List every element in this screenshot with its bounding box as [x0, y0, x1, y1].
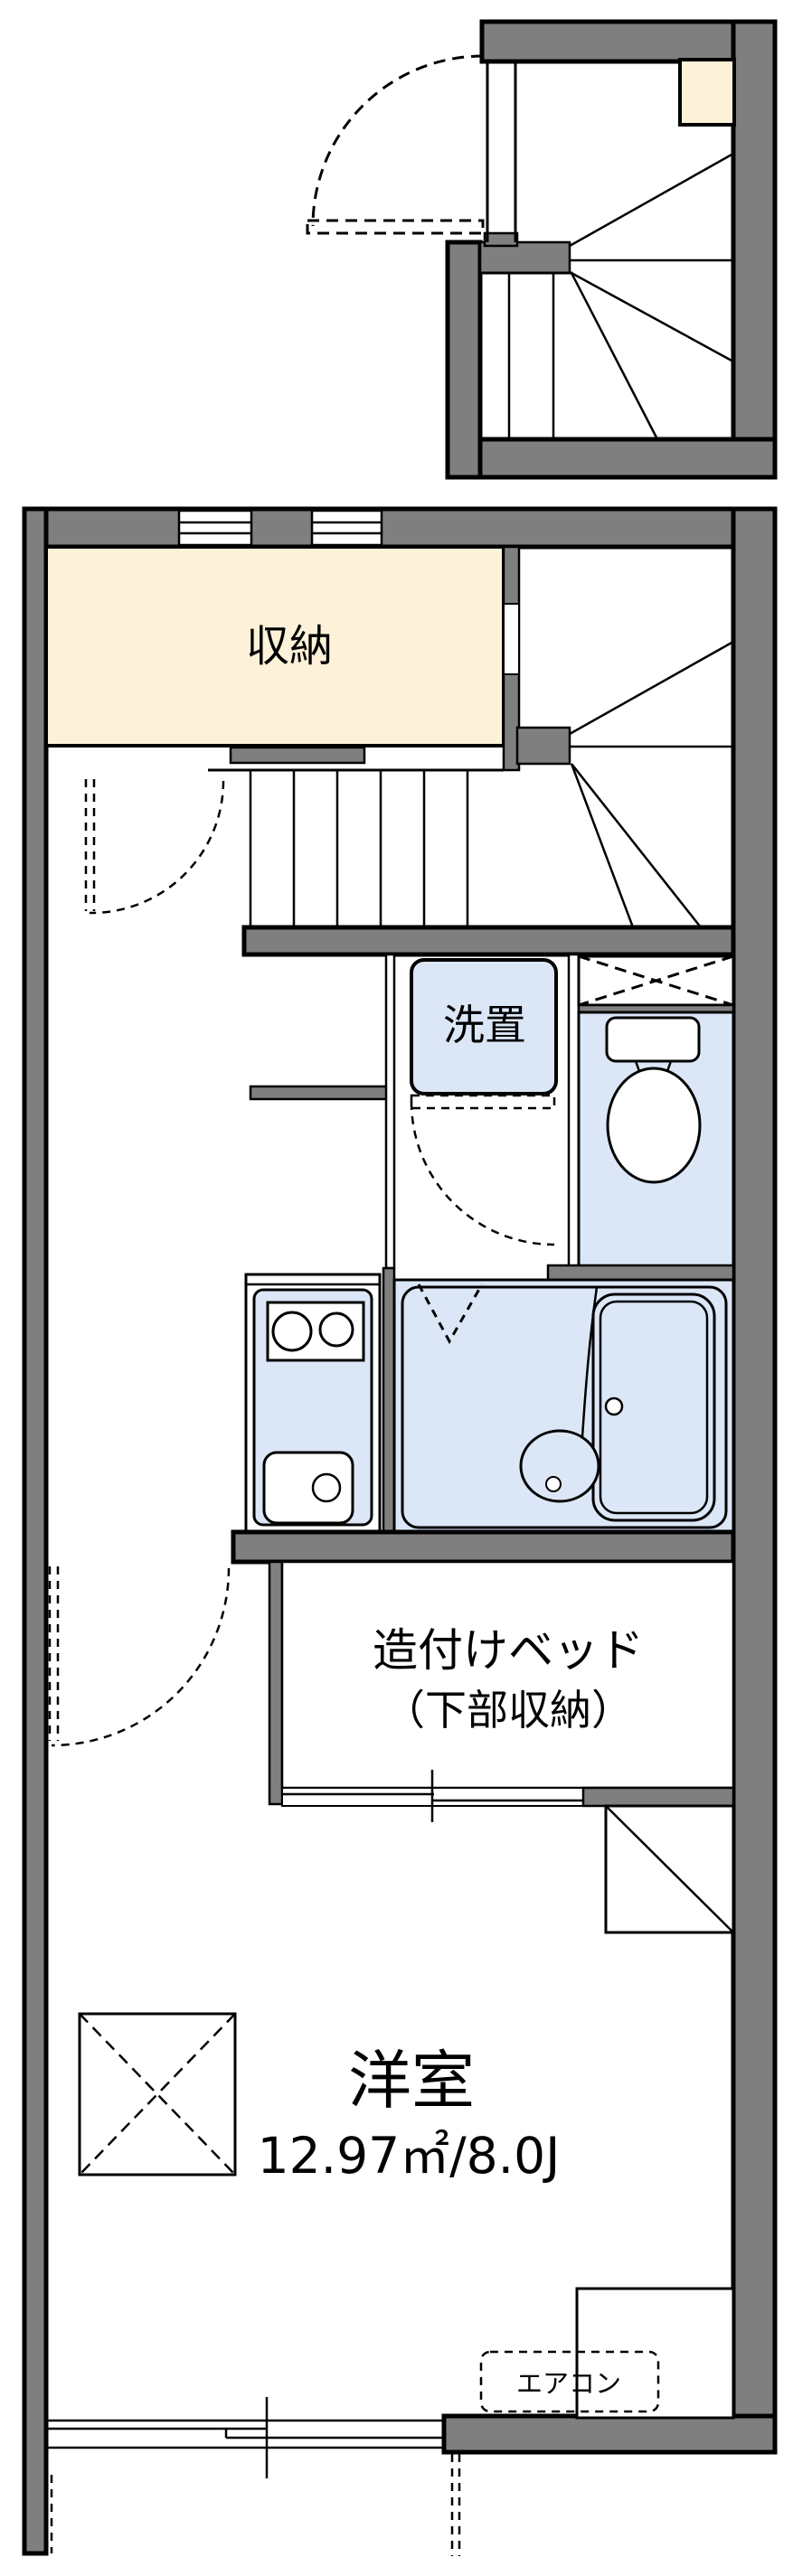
- kitchen-bath-wall: [382, 1266, 396, 1538]
- window-frame-lines: [46, 2419, 444, 2449]
- stairs-bottom-wall: [241, 925, 736, 957]
- bathtub-icon: [591, 1293, 716, 1522]
- toilet-icon: [605, 1016, 702, 1184]
- upper-wall-bottom: [445, 437, 778, 480]
- hall-door-leaf: [84, 779, 96, 911]
- stairs-fan-1: [569, 640, 734, 736]
- hall-door-swing-arc: [89, 780, 225, 915]
- wet-area-bottom-wall: [231, 1529, 736, 1565]
- entry-door-leaf: [306, 219, 485, 235]
- window-seat-hatch: [78, 2012, 237, 2176]
- storage-label: 収納: [246, 621, 333, 672]
- window-frame: [177, 509, 253, 547]
- toilet-overhead-shelf: [577, 954, 735, 1007]
- bathtub-inner: [599, 1300, 709, 1515]
- wall-right: [731, 506, 778, 2455]
- bathroom-inner-liner: [401, 1285, 728, 1529]
- built-in-bed-area: 造付けベッド （下部収納）: [48, 1529, 736, 1934]
- washbasin-icon: [519, 1429, 600, 1503]
- storage-hanging-wall: [229, 746, 366, 765]
- upper-stairs-fan-1: [569, 152, 734, 248]
- washer-space-icon: [410, 958, 558, 1095]
- stairs-treads: [249, 770, 469, 927]
- bed-platform: [280, 1560, 735, 1790]
- room-door-leaf: [48, 1566, 60, 1741]
- window-top-left: [177, 509, 253, 547]
- window-ticks: [224, 2397, 446, 2478]
- entry-door-swing-arc: [311, 54, 484, 227]
- stairs-fan-4: [571, 763, 702, 928]
- upper-wall-right: [731, 19, 778, 480]
- washroom-left-wall: [384, 953, 396, 1270]
- upper-door-jamb-base: [483, 231, 519, 248]
- upper-wall-left: [445, 240, 483, 480]
- kitchen-unit: [244, 1273, 382, 1538]
- bathtub-outer: [591, 1293, 716, 1522]
- bath-folding-door: [417, 1283, 484, 1345]
- upper-stair-section: [306, 19, 778, 480]
- window-top-right: [310, 509, 383, 547]
- aircon-unit: エアコン: [479, 2350, 660, 2413]
- stairs-newel-post: [515, 726, 571, 766]
- wall-top: [22, 506, 778, 550]
- window-sash-lines: [312, 521, 382, 535]
- sliding-door-panels: [282, 1792, 583, 1802]
- room-label: 洋室: [348, 2044, 475, 2118]
- wall-left: [22, 506, 49, 2556]
- window-frame: [310, 509, 383, 547]
- washroom-door-swing-arc: [410, 1101, 555, 1246]
- main-outer-walls: [22, 506, 778, 2556]
- stove-burner-right: [318, 1312, 354, 1348]
- divider-wall-opening: [503, 603, 520, 675]
- boundary-dashed-line: [450, 2454, 461, 2556]
- stair-landing: [678, 58, 736, 127]
- hatch-frame: [78, 2012, 237, 2176]
- toilet-left-wall: [567, 953, 581, 1270]
- sink-icon: [262, 1451, 354, 1525]
- refrigerator-space: [604, 1804, 735, 1934]
- toilet-bowl: [606, 1067, 702, 1184]
- bed-label-line1: 造付けベッド: [373, 1624, 644, 1677]
- window-bottom: [46, 2397, 446, 2478]
- bath-counter-curve: [581, 1286, 599, 1438]
- stairs-fan-3: [570, 763, 635, 928]
- storage-room: 収納: [44, 545, 521, 772]
- stove-burner-left: [271, 1311, 313, 1352]
- bath-top-wall: [546, 1264, 735, 1282]
- bed-label-line2: （下部収納）: [383, 1686, 633, 1735]
- corridor-stub-wall: [249, 1085, 393, 1101]
- sink-drain: [311, 1472, 342, 1503]
- storage-area: [44, 545, 505, 747]
- window-sash-lines: [179, 521, 251, 535]
- aircon-label: エアコン: [516, 2368, 621, 2399]
- washbasin-drain: [545, 1476, 562, 1492]
- western-room: 洋室 12.97㎡/8.0J エアコン: [46, 2012, 735, 2556]
- main-staircase: [84, 640, 736, 957]
- washroom-block: 洗置: [249, 953, 735, 1270]
- upper-stairs-fan-4: [570, 272, 659, 440]
- toilet-tank: [605, 1016, 701, 1063]
- sink-basin: [262, 1451, 354, 1525]
- bed-left-wall: [268, 1560, 284, 1806]
- upper-wall-top: [479, 19, 778, 64]
- room-size-label: 12.97㎡/8.0J: [258, 2127, 561, 2185]
- aircon-box: [479, 2350, 660, 2413]
- bed-bottom-wall-stub: [581, 1786, 735, 1808]
- window-sash-lines: [46, 2427, 444, 2440]
- washer-label: 洗置: [443, 1001, 526, 1049]
- shelf-x-mark: [578, 954, 734, 1007]
- wall-bottom: [441, 2413, 778, 2455]
- stove-icon: [266, 1301, 365, 1362]
- washbasin-bowl: [519, 1429, 600, 1503]
- bathtub-drain: [604, 1396, 624, 1416]
- refrigerator-diagonal: [605, 1805, 734, 1933]
- upper-stairs-fan-3: [571, 271, 734, 363]
- room-door-swing-arc: [51, 1567, 231, 1747]
- bathroom: [382, 1264, 735, 1538]
